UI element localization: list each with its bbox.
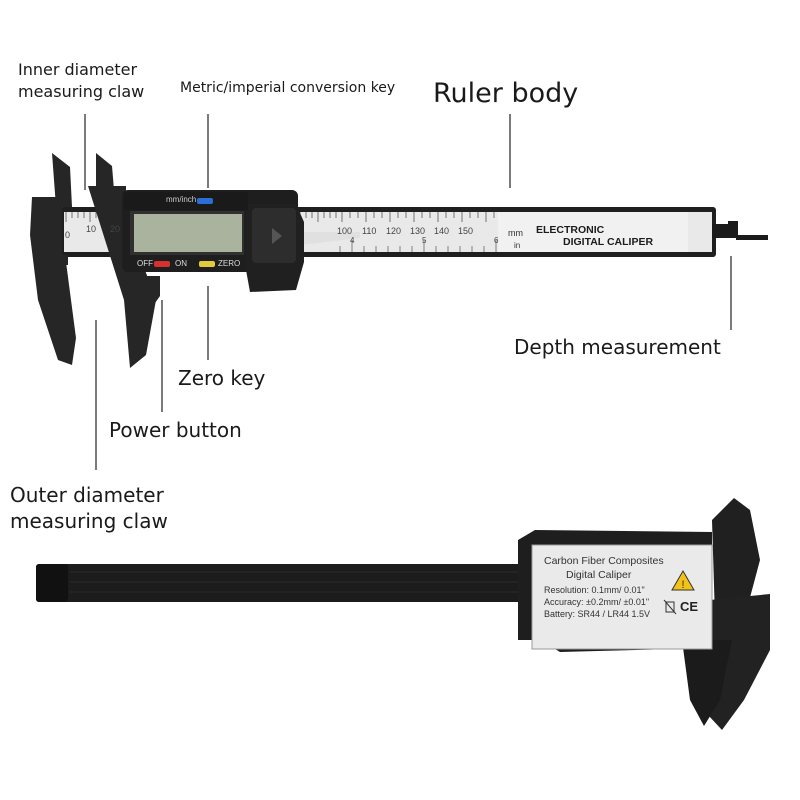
- lcd-screen: [130, 211, 244, 255]
- inner-claw-label: Inner diameter measuring claw: [18, 60, 145, 101]
- mm-unit: mm: [508, 228, 523, 238]
- inch-digit-6: 6: [494, 236, 499, 245]
- back-view-caliper: [36, 498, 770, 730]
- unit-button-label: mm/inch: [166, 195, 197, 204]
- brand-line-2: DIGITAL CALIPER: [563, 236, 654, 248]
- inch-digit-5: 5: [422, 236, 427, 245]
- warning-icon: !: [671, 570, 695, 591]
- power-button-label: Power button: [109, 418, 242, 442]
- plate-spec-battery: Battery: SR44 / LR44 1.5V: [544, 609, 651, 619]
- recycle-bin-icon: [663, 599, 677, 615]
- sliding-jaw: [88, 153, 160, 368]
- power-button[interactable]: [154, 261, 170, 267]
- plate-spec-accuracy: Accuracy: ±0.2mm/ ±0.01": [544, 597, 650, 607]
- plate-title-2: Digital Caliper: [566, 569, 632, 581]
- fixed-jaw: [30, 153, 76, 365]
- inch-ticks: [339, 240, 497, 252]
- ruler-body-label: Ruler body: [433, 78, 579, 109]
- scale-left-20: 20: [110, 224, 121, 234]
- scale-left-10: 10: [86, 224, 97, 234]
- ce-mark: CE: [680, 599, 699, 614]
- depth-label: Depth measurement: [514, 335, 721, 359]
- scale-right-100: 100: [337, 226, 353, 236]
- back-label-plate: Carbon Fiber Composites Digital Caliper …: [534, 547, 710, 647]
- off-label: OFF: [137, 259, 153, 268]
- plate-spec-resolution: Resolution: 0.1mm/ 0.01": [544, 585, 645, 595]
- depth-blade: [300, 232, 360, 245]
- conversion-key-label: Metric/imperial conversion key: [180, 80, 396, 96]
- brand-line-1: ELECTRONIC: [536, 224, 605, 236]
- zero-label: ZERO: [218, 259, 241, 268]
- inch-digit-4: 4: [350, 236, 355, 245]
- scale-right-140: 140: [434, 226, 450, 236]
- plate-title-1: Carbon Fiber Composites: [544, 555, 664, 567]
- on-label: ON: [175, 259, 187, 268]
- svg-text:!: !: [681, 579, 684, 591]
- scale-left-0: 0: [65, 230, 71, 240]
- zero-button[interactable]: [199, 261, 215, 267]
- scale-right-150: 150: [458, 226, 474, 236]
- scale-right-110: 110: [362, 226, 377, 236]
- zero-key-label: Zero key: [178, 366, 266, 390]
- metric-ticks-right: [299, 212, 495, 222]
- outer-claw-label: Outer diameter measuring claw: [10, 483, 168, 533]
- scale-right-130: 130: [410, 226, 426, 236]
- scale-right-120: 120: [386, 226, 402, 236]
- in-unit: in: [514, 241, 521, 250]
- ruler-body: [60, 207, 768, 257]
- callout-leader-lines: [84, 114, 732, 470]
